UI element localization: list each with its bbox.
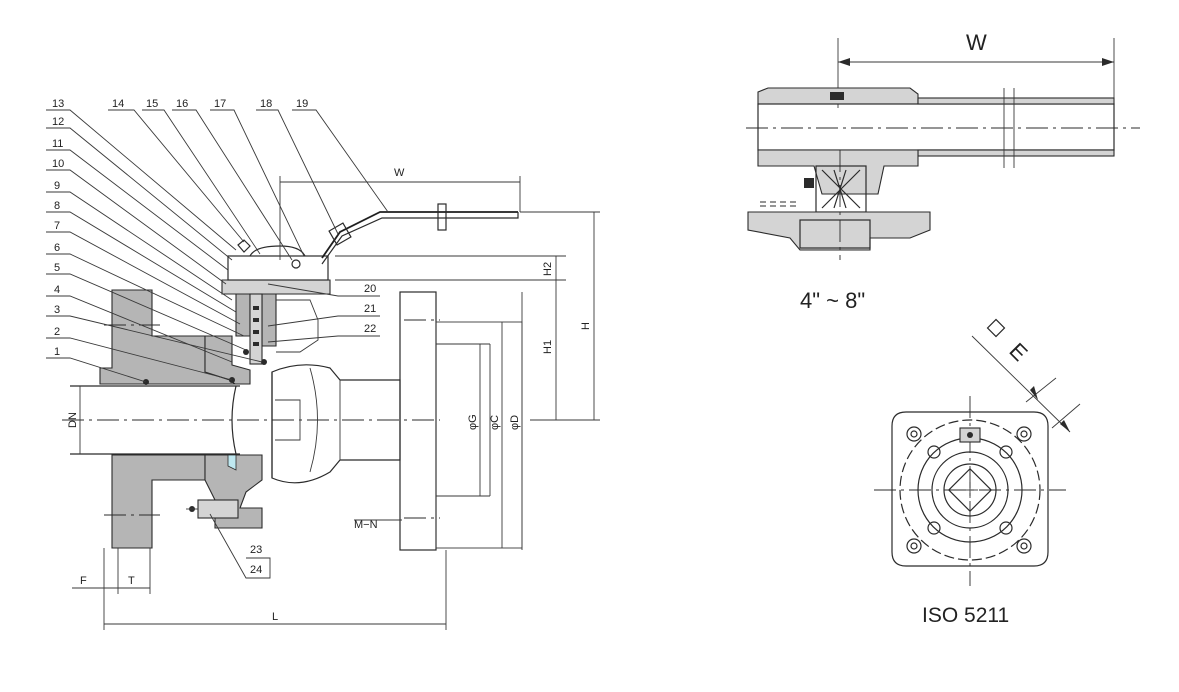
dim-label-f: F [80,575,87,587]
dim-label-h2: H2 [542,262,554,276]
part-label-24: 24 [250,564,262,576]
part-label-21: 21 [364,303,376,315]
dim-label-dn: DN [67,412,79,428]
dim-label-t: T [128,575,135,587]
dim-label-h: H [580,322,592,330]
part-label-1: 1 [54,346,60,358]
gear-operator-view: W 4" ~ 8" [746,30,1140,313]
part-label-4: 4 [54,284,60,296]
gear-housing-bottom [757,149,919,195]
part-label-20: 20 [364,283,376,295]
part-label-23: 23 [250,544,262,556]
part-label-17: 17 [214,98,226,110]
dim-label-l: L [272,611,278,623]
gear-mounting-flange [747,211,931,251]
iso5211-flange-view: E ISO 5211 [874,318,1081,627]
ball-valve-section-view: 13 12 11 10 9 8 7 6 5 4 3 2 1 14 15 16 1… [46,98,600,630]
part-label-7: 7 [54,220,60,232]
part-label-15: 15 [146,98,158,110]
dim-label-g: φG [467,414,479,430]
dim-label-mn: M−N [354,519,378,531]
handle-base [227,255,329,281]
iso-caption: ISO 5211 [922,604,1009,627]
dim-label-w: W [394,167,405,179]
part-label-6: 6 [54,242,60,254]
iso-dim-label-e: E [1004,338,1032,366]
iso-flange-outline [891,411,1049,567]
part-label-19: 19 [296,98,308,110]
part-label-12: 12 [52,116,64,128]
left-flange-bottom [111,454,206,549]
part-label-14: 14 [112,98,124,110]
dim-label-h1: H1 [542,340,554,354]
part-label-22: 22 [364,323,376,335]
dim-label-c: φC [489,415,501,430]
part-label-2: 2 [54,326,60,338]
part-label-11: 11 [52,138,63,150]
valve-body-outline [271,364,401,484]
handle-lever [321,211,518,259]
square-drive [947,467,993,513]
right-flange [399,291,437,551]
size-range-label: 4" ~ 8" [800,288,865,313]
part-label-9: 9 [54,180,60,192]
handwheel-shaft [757,103,1115,151]
part-label-13: 13 [52,98,64,110]
part-label-16: 16 [176,98,188,110]
dim-label-d: φD [509,415,521,430]
bolt-holes [906,426,1032,554]
part-leader-lines [46,109,389,579]
part-label-8: 8 [54,200,60,212]
part-label-18: 18 [260,98,272,110]
part-label-10: 10 [52,158,64,170]
gear-dim-label-w: W [966,30,987,55]
part-label-5: 5 [54,262,60,274]
part-label-3: 3 [54,304,60,316]
dimension-lines-left [72,176,600,630]
